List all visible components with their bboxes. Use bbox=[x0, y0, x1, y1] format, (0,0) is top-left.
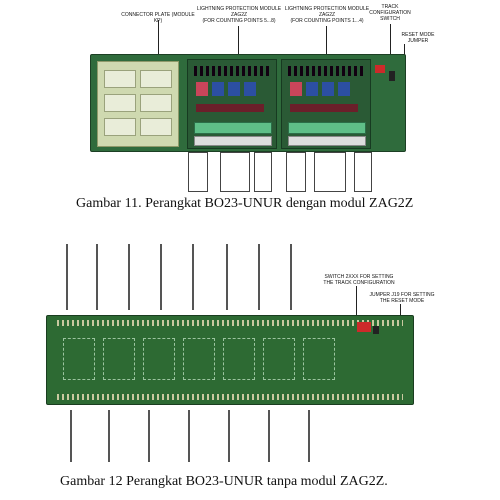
switch-note-leader bbox=[356, 286, 357, 320]
reset-jumper-label: RESET MODE JUMPER bbox=[401, 32, 435, 44]
relay-red bbox=[290, 82, 302, 96]
top-edge-holes bbox=[57, 320, 403, 326]
vertical-label-column bbox=[268, 410, 276, 462]
connector-block bbox=[140, 94, 172, 112]
module-socket bbox=[63, 338, 95, 380]
module-socket bbox=[223, 338, 255, 380]
track-switch-label: TRACK CONFIGURATION SWITCH bbox=[369, 4, 411, 22]
terminal-block bbox=[194, 122, 272, 134]
jumper-note-label: JUMPER J19 FOR SETTING THE RESET MODE bbox=[369, 292, 435, 304]
track-configuration-switch bbox=[357, 322, 371, 332]
relay-blue bbox=[306, 82, 318, 96]
vertical-label-column bbox=[226, 244, 234, 310]
reset-mode-jumper bbox=[373, 326, 379, 334]
connector-plate-module bbox=[97, 61, 179, 147]
module-socket bbox=[103, 338, 135, 380]
bottom-edge-holes bbox=[57, 394, 403, 400]
figure-12-caption: Gambar 12 Perangkat BO23-UNUR tanpa modu… bbox=[60, 474, 388, 489]
vertical-label-column bbox=[66, 244, 74, 310]
relay-blue bbox=[322, 82, 334, 96]
module-socket bbox=[183, 338, 215, 380]
bo23-board-without-zag2z bbox=[46, 315, 414, 405]
bo23-board-with-zag2z bbox=[90, 54, 406, 152]
lightning-module-b-leader bbox=[326, 26, 327, 56]
zag2z-module-b bbox=[281, 59, 371, 149]
vertical-label-column bbox=[258, 244, 266, 310]
vertical-label-column bbox=[192, 244, 200, 310]
terminal-block bbox=[288, 122, 366, 134]
connector-block bbox=[140, 118, 172, 136]
connector-block bbox=[104, 118, 136, 136]
vertical-label-column bbox=[228, 410, 236, 462]
vertical-label-column bbox=[188, 410, 196, 462]
terminal-strip bbox=[194, 136, 272, 146]
relay-blue bbox=[228, 82, 240, 96]
vertical-label-column bbox=[308, 410, 316, 462]
vertical-label-column bbox=[96, 244, 104, 310]
module-socket bbox=[263, 338, 295, 380]
bottom-tag bbox=[314, 152, 346, 192]
vertical-label-column bbox=[128, 244, 136, 310]
lightning-module-a-leader bbox=[238, 26, 239, 56]
pin-header bbox=[288, 66, 364, 76]
zag2z-module-a bbox=[187, 59, 277, 149]
switch-note-label: SWITCH 2XXX FOR SETTING THE TRACK CONFIG… bbox=[323, 274, 395, 286]
vertical-label-column bbox=[70, 410, 78, 462]
pin-header bbox=[194, 66, 270, 76]
connector-plate-leader bbox=[158, 20, 159, 56]
module-socket bbox=[143, 338, 175, 380]
capacitor-row bbox=[196, 104, 264, 112]
module-socket bbox=[303, 338, 335, 380]
vertical-label-column bbox=[160, 244, 168, 310]
relay-blue bbox=[212, 82, 224, 96]
bottom-tag bbox=[254, 152, 272, 192]
vertical-label-column bbox=[148, 410, 156, 462]
vertical-label-column bbox=[108, 410, 116, 462]
bottom-tag bbox=[354, 152, 372, 192]
terminal-strip bbox=[288, 136, 366, 146]
relay-red bbox=[196, 82, 208, 96]
relay-blue bbox=[244, 82, 256, 96]
track-switch-leader bbox=[390, 24, 391, 62]
track-configuration-switch bbox=[375, 65, 385, 73]
connector-block bbox=[104, 70, 136, 88]
figure-11-caption: Gambar 11. Perangkat BO23-UNUR dengan mo… bbox=[76, 196, 414, 211]
lightning-module-b-label: LIGHTNING PROTECTION MODULE ZAG2Z (FOR C… bbox=[284, 6, 370, 24]
bottom-tag bbox=[286, 152, 306, 192]
lightning-module-a-label: LIGHTNING PROTECTION MODULE ZAG2Z (FOR C… bbox=[196, 6, 282, 24]
jumper-note-leader bbox=[400, 304, 401, 320]
connector-block bbox=[104, 94, 136, 112]
reset-mode-jumper bbox=[389, 71, 395, 81]
bottom-tag bbox=[188, 152, 208, 192]
capacitor-row bbox=[290, 104, 358, 112]
vertical-label-column bbox=[290, 244, 298, 310]
bottom-tag bbox=[220, 152, 250, 192]
relay-blue bbox=[338, 82, 350, 96]
connector-block bbox=[140, 70, 172, 88]
